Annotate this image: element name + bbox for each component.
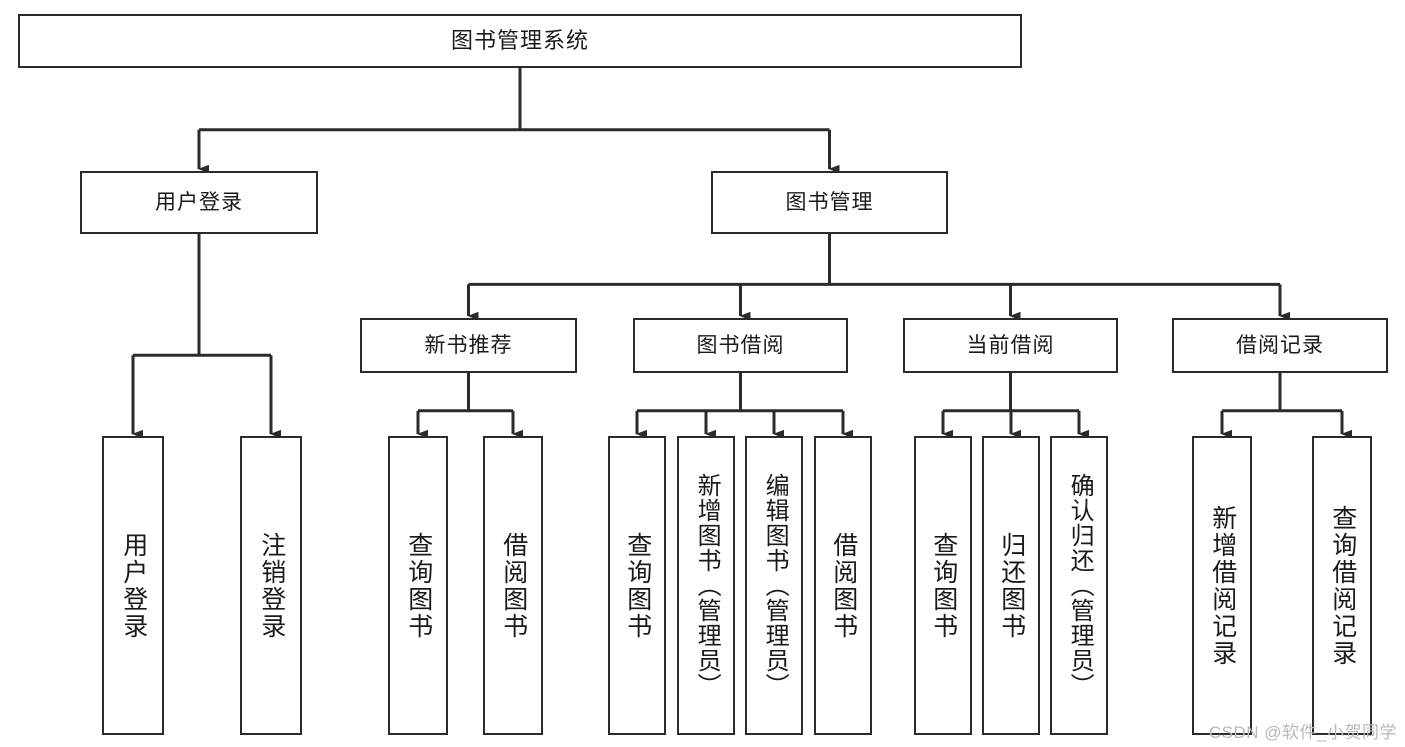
node-label: 查询图书 (623, 531, 652, 640)
node-label: 借阅记录 (1236, 333, 1324, 357)
node-label: 确认归还（管理员） (1066, 473, 1094, 698)
node-newbooks: 新书推荐 (360, 318, 577, 373)
node-records: 借阅记录 (1172, 318, 1388, 373)
node-label: 新书推荐 (424, 333, 513, 357)
node-leaf-borrow-3: 编辑图书（管理员） (745, 436, 803, 735)
node-label: 借阅图书 (499, 531, 528, 640)
node-leaf-cur-3: 确认归还（管理员） (1050, 436, 1108, 735)
node-borrow: 图书借阅 (633, 318, 848, 373)
node-label: 查询图书 (929, 531, 958, 640)
node-leaf-login-2: 注销登录 (240, 436, 302, 735)
node-leaf-rec-1: 新增借阅记录 (1192, 436, 1252, 735)
node-root: 图书管理系统 (18, 14, 1022, 68)
node-label: 图书管理 (785, 190, 874, 214)
node-label: 查询借阅记录 (1328, 504, 1357, 667)
node-leaf-borrow-1: 查询图书 (608, 436, 666, 735)
node-label: 归还图书 (997, 531, 1026, 640)
node-label: 查询图书 (404, 531, 433, 640)
node-label: 新增借阅记录 (1208, 504, 1237, 667)
node-label: 图书管理系统 (450, 27, 589, 53)
node-leaf-borrow-2: 新增图书（管理员） (677, 436, 735, 735)
node-label: 用户登录 (119, 531, 148, 640)
node-label: 图书借阅 (696, 333, 785, 357)
node-label: 新增图书（管理员） (693, 473, 721, 698)
node-leaf-rec-2: 查询借阅记录 (1312, 436, 1372, 735)
node-leaf-borrow-4: 借阅图书 (814, 436, 872, 735)
node-leaf-new-2: 借阅图书 (483, 436, 543, 735)
node-current: 当前借阅 (903, 318, 1118, 373)
node-label: 编辑图书（管理员） (761, 473, 789, 698)
node-login: 用户登录 (80, 171, 318, 234)
node-leaf-login-1: 用户登录 (102, 436, 164, 735)
node-leaf-cur-2: 归还图书 (982, 436, 1040, 735)
node-label: 当前借阅 (966, 333, 1055, 357)
node-leaf-cur-1: 查询图书 (914, 436, 972, 735)
node-label: 用户登录 (155, 190, 243, 214)
node-leaf-new-1: 查询图书 (388, 436, 448, 735)
node-bookmgmt: 图书管理 (711, 171, 948, 234)
node-label: 注销登录 (257, 531, 286, 640)
node-label: 借阅图书 (829, 531, 858, 640)
